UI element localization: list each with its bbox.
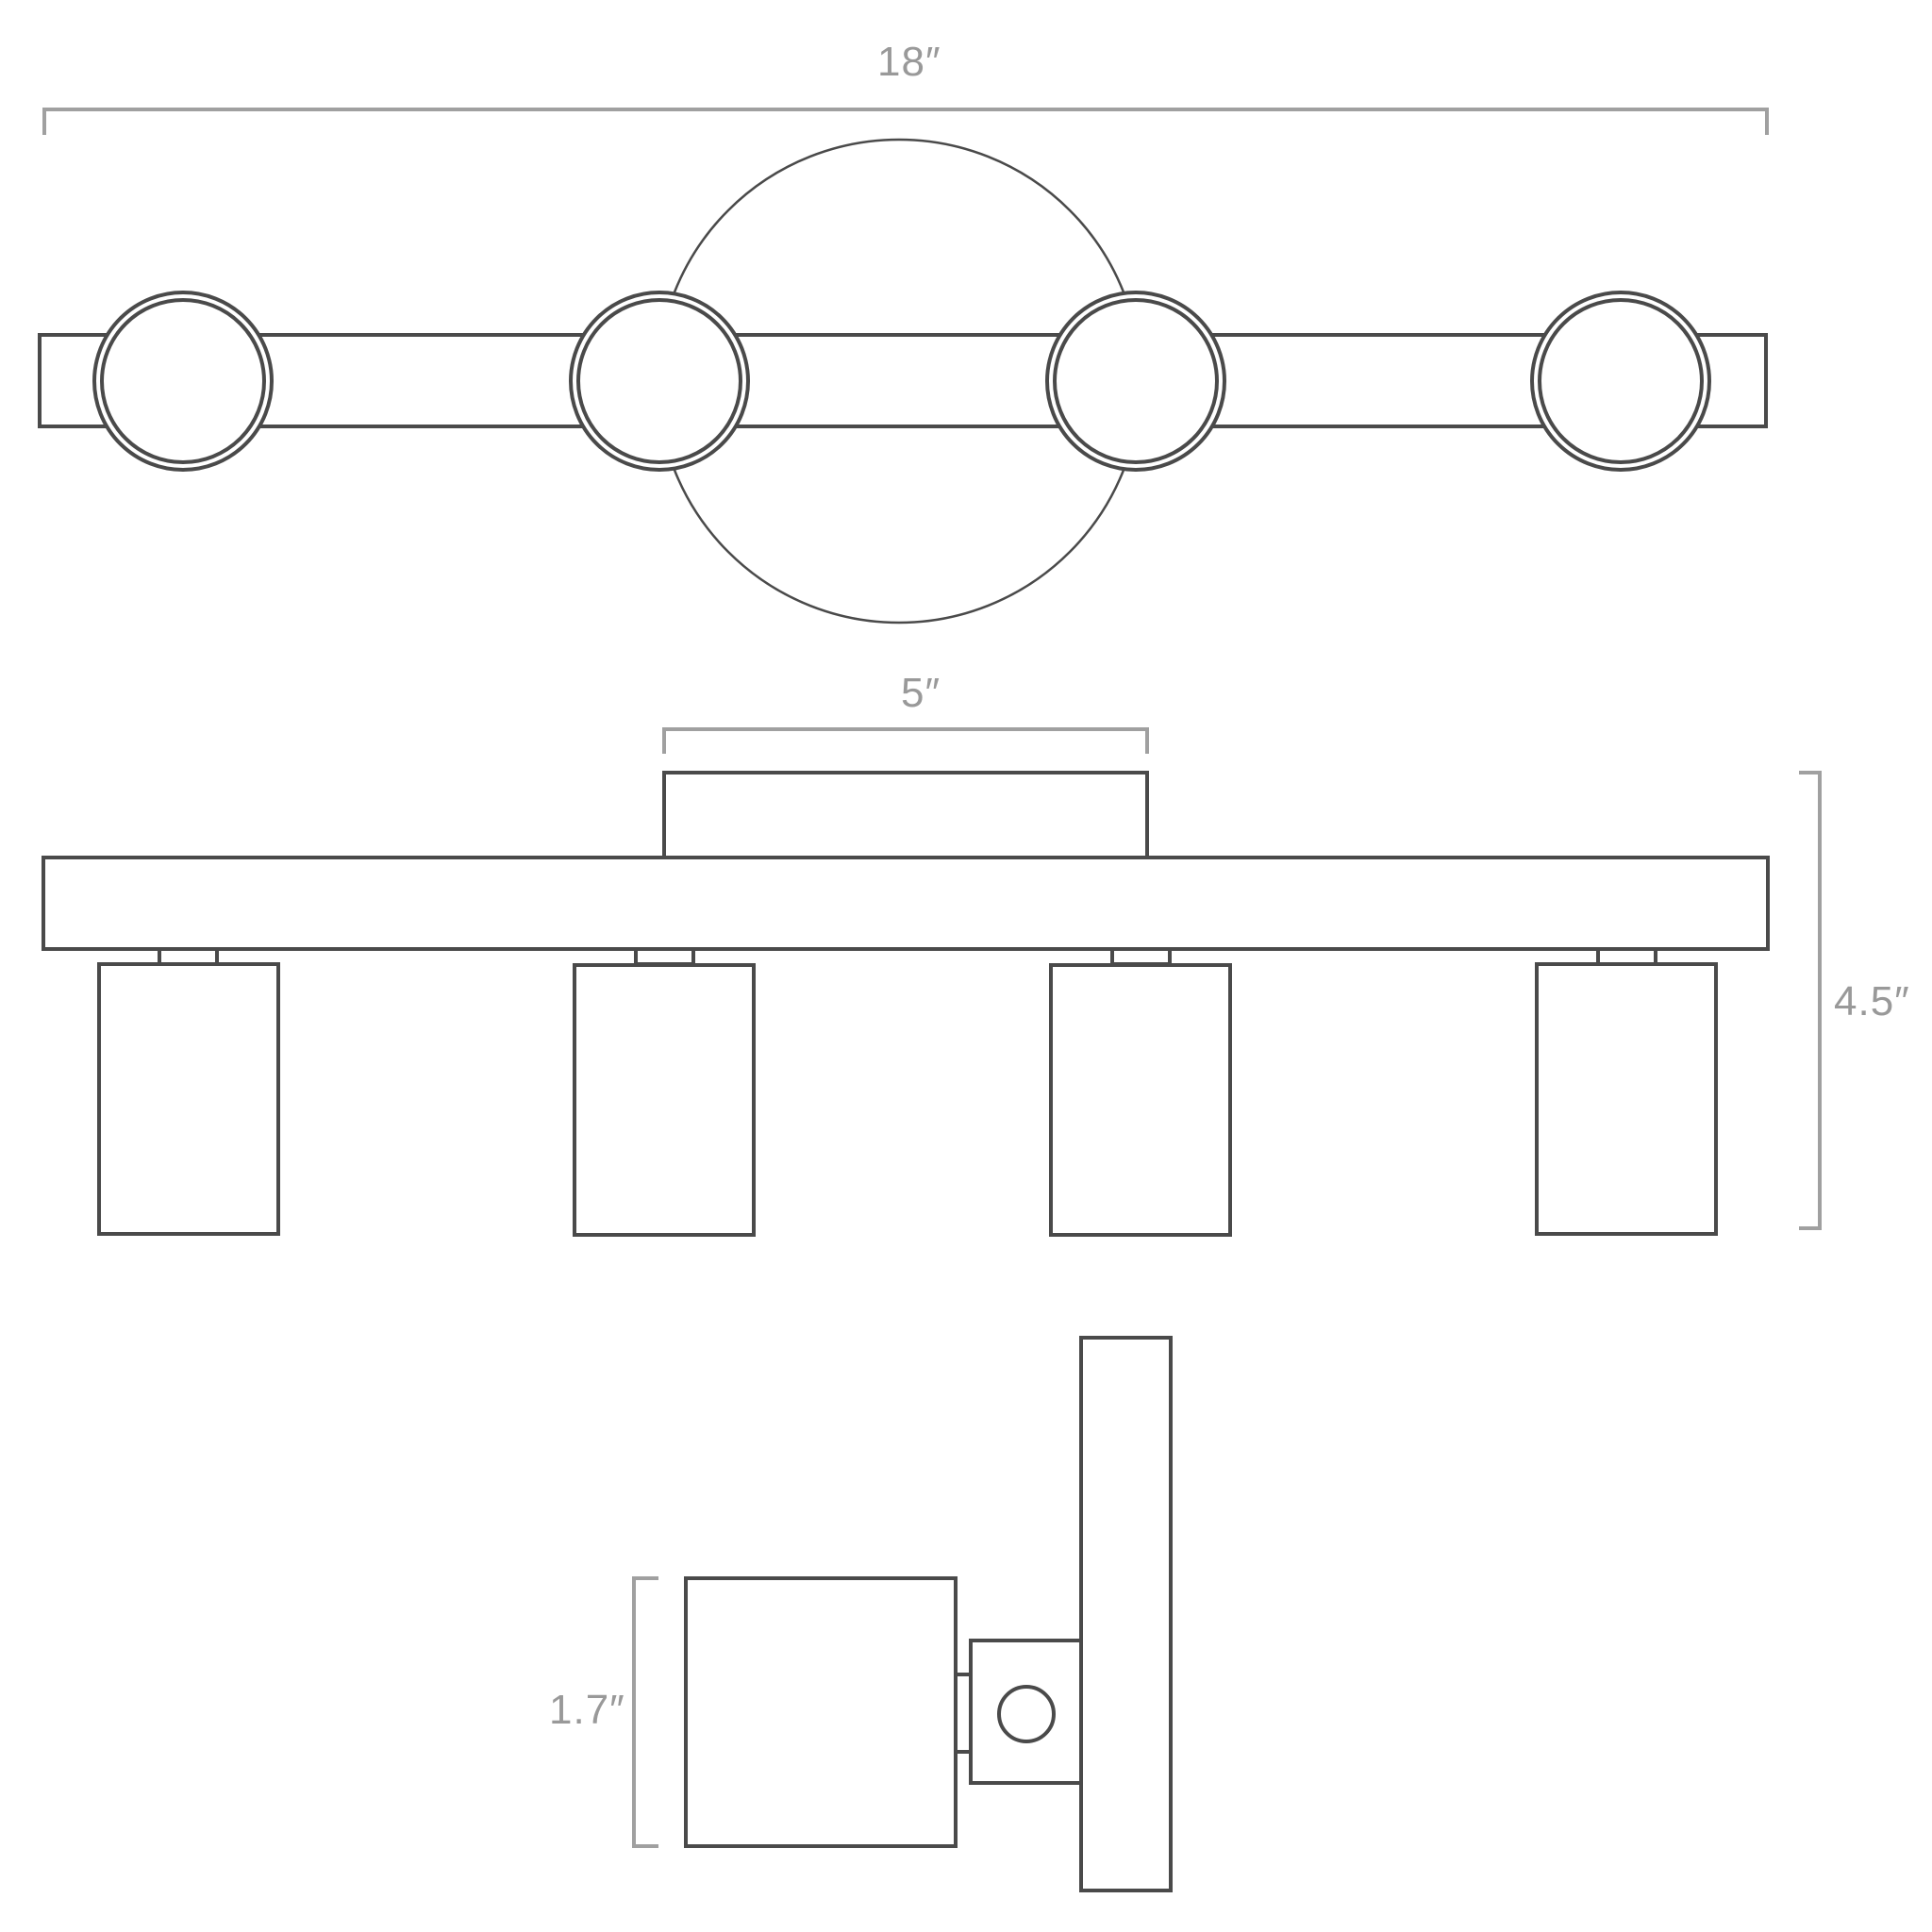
width-dimension-bracket [42, 108, 1769, 135]
front-bar [42, 856, 1770, 951]
front-shade-2 [573, 963, 756, 1237]
height-dimension-label: 4.5″ [1834, 978, 1910, 1024]
top-pendant-4 [1530, 291, 1711, 472]
side-view [632, 1336, 1173, 1892]
top-view [38, 108, 1769, 625]
width-dimension-label: 18″ [877, 39, 941, 85]
front-shade-4 [1535, 962, 1718, 1236]
front-shade-1 [97, 962, 280, 1236]
front-stem-1 [158, 947, 219, 966]
front-stem-3 [1110, 947, 1172, 966]
side-pivot-circle [997, 1685, 1056, 1743]
front-stem-2 [634, 947, 695, 966]
front-shade-3 [1049, 963, 1232, 1237]
side-connector [954, 1673, 973, 1754]
front-view [42, 727, 1822, 1237]
height-dimension-bracket [1799, 771, 1822, 1230]
side-shade [684, 1576, 958, 1848]
top-pendant-3 [1045, 291, 1226, 472]
top-bar [38, 333, 1768, 428]
top-pendant-1 [92, 291, 274, 472]
shade-dimension-bracket [632, 1576, 658, 1848]
front-stem-4 [1596, 947, 1657, 966]
canopy-dimension-label: 5″ [901, 670, 941, 716]
side-backplate [1079, 1336, 1173, 1892]
top-pendant-2 [569, 291, 750, 472]
canopy-dimension-bracket [662, 727, 1149, 754]
front-canopy [662, 771, 1149, 859]
shade-dimension-label: 1.7″ [549, 1687, 625, 1733]
